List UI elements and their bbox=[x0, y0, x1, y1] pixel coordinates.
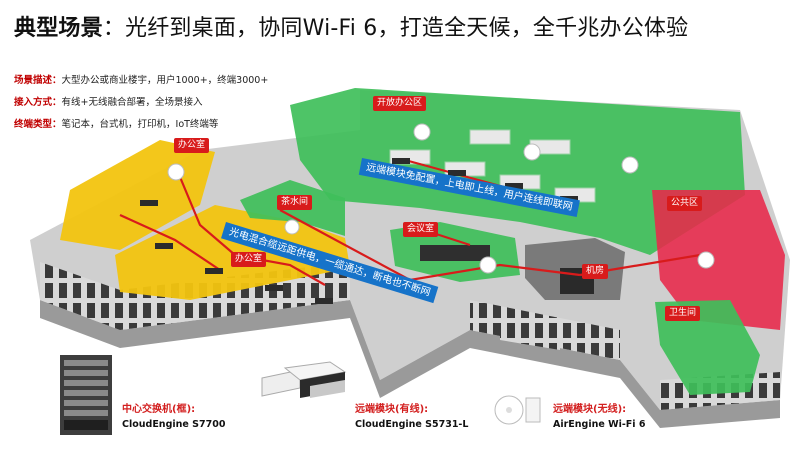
legend-wired-module-role: 远端模块(有线): bbox=[355, 404, 429, 415]
legend-wireless-module-model: AirEngine Wi-Fi 6 bbox=[553, 419, 646, 430]
description-access: 接入方式：有线+无线融合部署，全场景接入 bbox=[14, 94, 202, 108]
core-switch-image bbox=[60, 355, 112, 435]
access-points bbox=[167, 123, 715, 274]
switch-icon bbox=[392, 158, 410, 164]
access-point-icon bbox=[479, 256, 497, 274]
legend-core-switch-model: CloudEngine S7700 bbox=[122, 419, 226, 430]
switch-icon bbox=[505, 183, 523, 189]
description-terminals: 终端类型：笔记本，台式机，打印机，IoT终端等 bbox=[14, 116, 218, 130]
room-tag-office-bottom: 办公室 bbox=[231, 252, 267, 267]
room-tag-machine-room: 机房 bbox=[582, 264, 609, 279]
page-title: 典型场景：光纤到桌面，协同Wi-Fi 6，打造全天候，全千兆办公体验 bbox=[14, 10, 688, 42]
room-tag-public-area: 公共区 bbox=[667, 196, 703, 211]
legend-wireless-module-role: 远端模块(无线): bbox=[553, 404, 627, 415]
zone-public-area bbox=[652, 190, 785, 330]
description-key: 终端类型： bbox=[14, 119, 62, 130]
access-point-icon bbox=[523, 143, 541, 161]
legend-core-switch-role: 中心交换机(框): bbox=[122, 404, 196, 415]
access-point-icon bbox=[284, 219, 300, 235]
description-scene: 场景描述：大型办公或商业楼宇，用户1000+，终端3000+ bbox=[14, 72, 268, 86]
meeting-table bbox=[420, 245, 490, 261]
access-point-icon bbox=[413, 123, 431, 141]
switch-icon bbox=[205, 268, 223, 274]
title-rest: ：光纤到桌面，协同Wi-Fi 6，打造全天候，全千兆办公体验 bbox=[102, 16, 689, 41]
switch-icon bbox=[155, 243, 173, 249]
wireless-module-image bbox=[494, 395, 541, 425]
access-point-icon bbox=[621, 156, 639, 174]
description-value: 有线+无线融合部署，全场景接入 bbox=[61, 97, 203, 108]
zone-restroom bbox=[655, 300, 760, 395]
description-key: 场景描述： bbox=[14, 75, 62, 86]
access-point-icon bbox=[697, 251, 715, 269]
room-tag-meeting-room: 会议室 bbox=[403, 222, 439, 237]
access-point-icon bbox=[167, 163, 185, 181]
legend-wired-module-model: CloudEngine S5731-L bbox=[355, 419, 469, 430]
room-tag-office-left: 办公室 bbox=[174, 138, 210, 153]
switch-icon bbox=[315, 298, 333, 304]
switch-icon bbox=[265, 285, 283, 291]
wired-module-image bbox=[261, 361, 347, 398]
zone-open-office bbox=[290, 88, 745, 255]
title-bold: 典型场景 bbox=[14, 16, 103, 41]
description-value: 笔记本，台式机，打印机，IoT终端等 bbox=[61, 119, 219, 130]
switch-icon bbox=[448, 170, 466, 176]
room-tag-tea-room: 茶水间 bbox=[277, 195, 313, 210]
description-value: 大型办公或商业楼宇，用户1000+，终端3000+ bbox=[61, 75, 269, 86]
room-tag-open-office: 开放办公区 bbox=[373, 96, 427, 111]
room-tag-restroom: 卫生间 bbox=[665, 306, 701, 321]
switch-icon bbox=[140, 200, 158, 206]
description-key: 接入方式： bbox=[14, 97, 62, 108]
